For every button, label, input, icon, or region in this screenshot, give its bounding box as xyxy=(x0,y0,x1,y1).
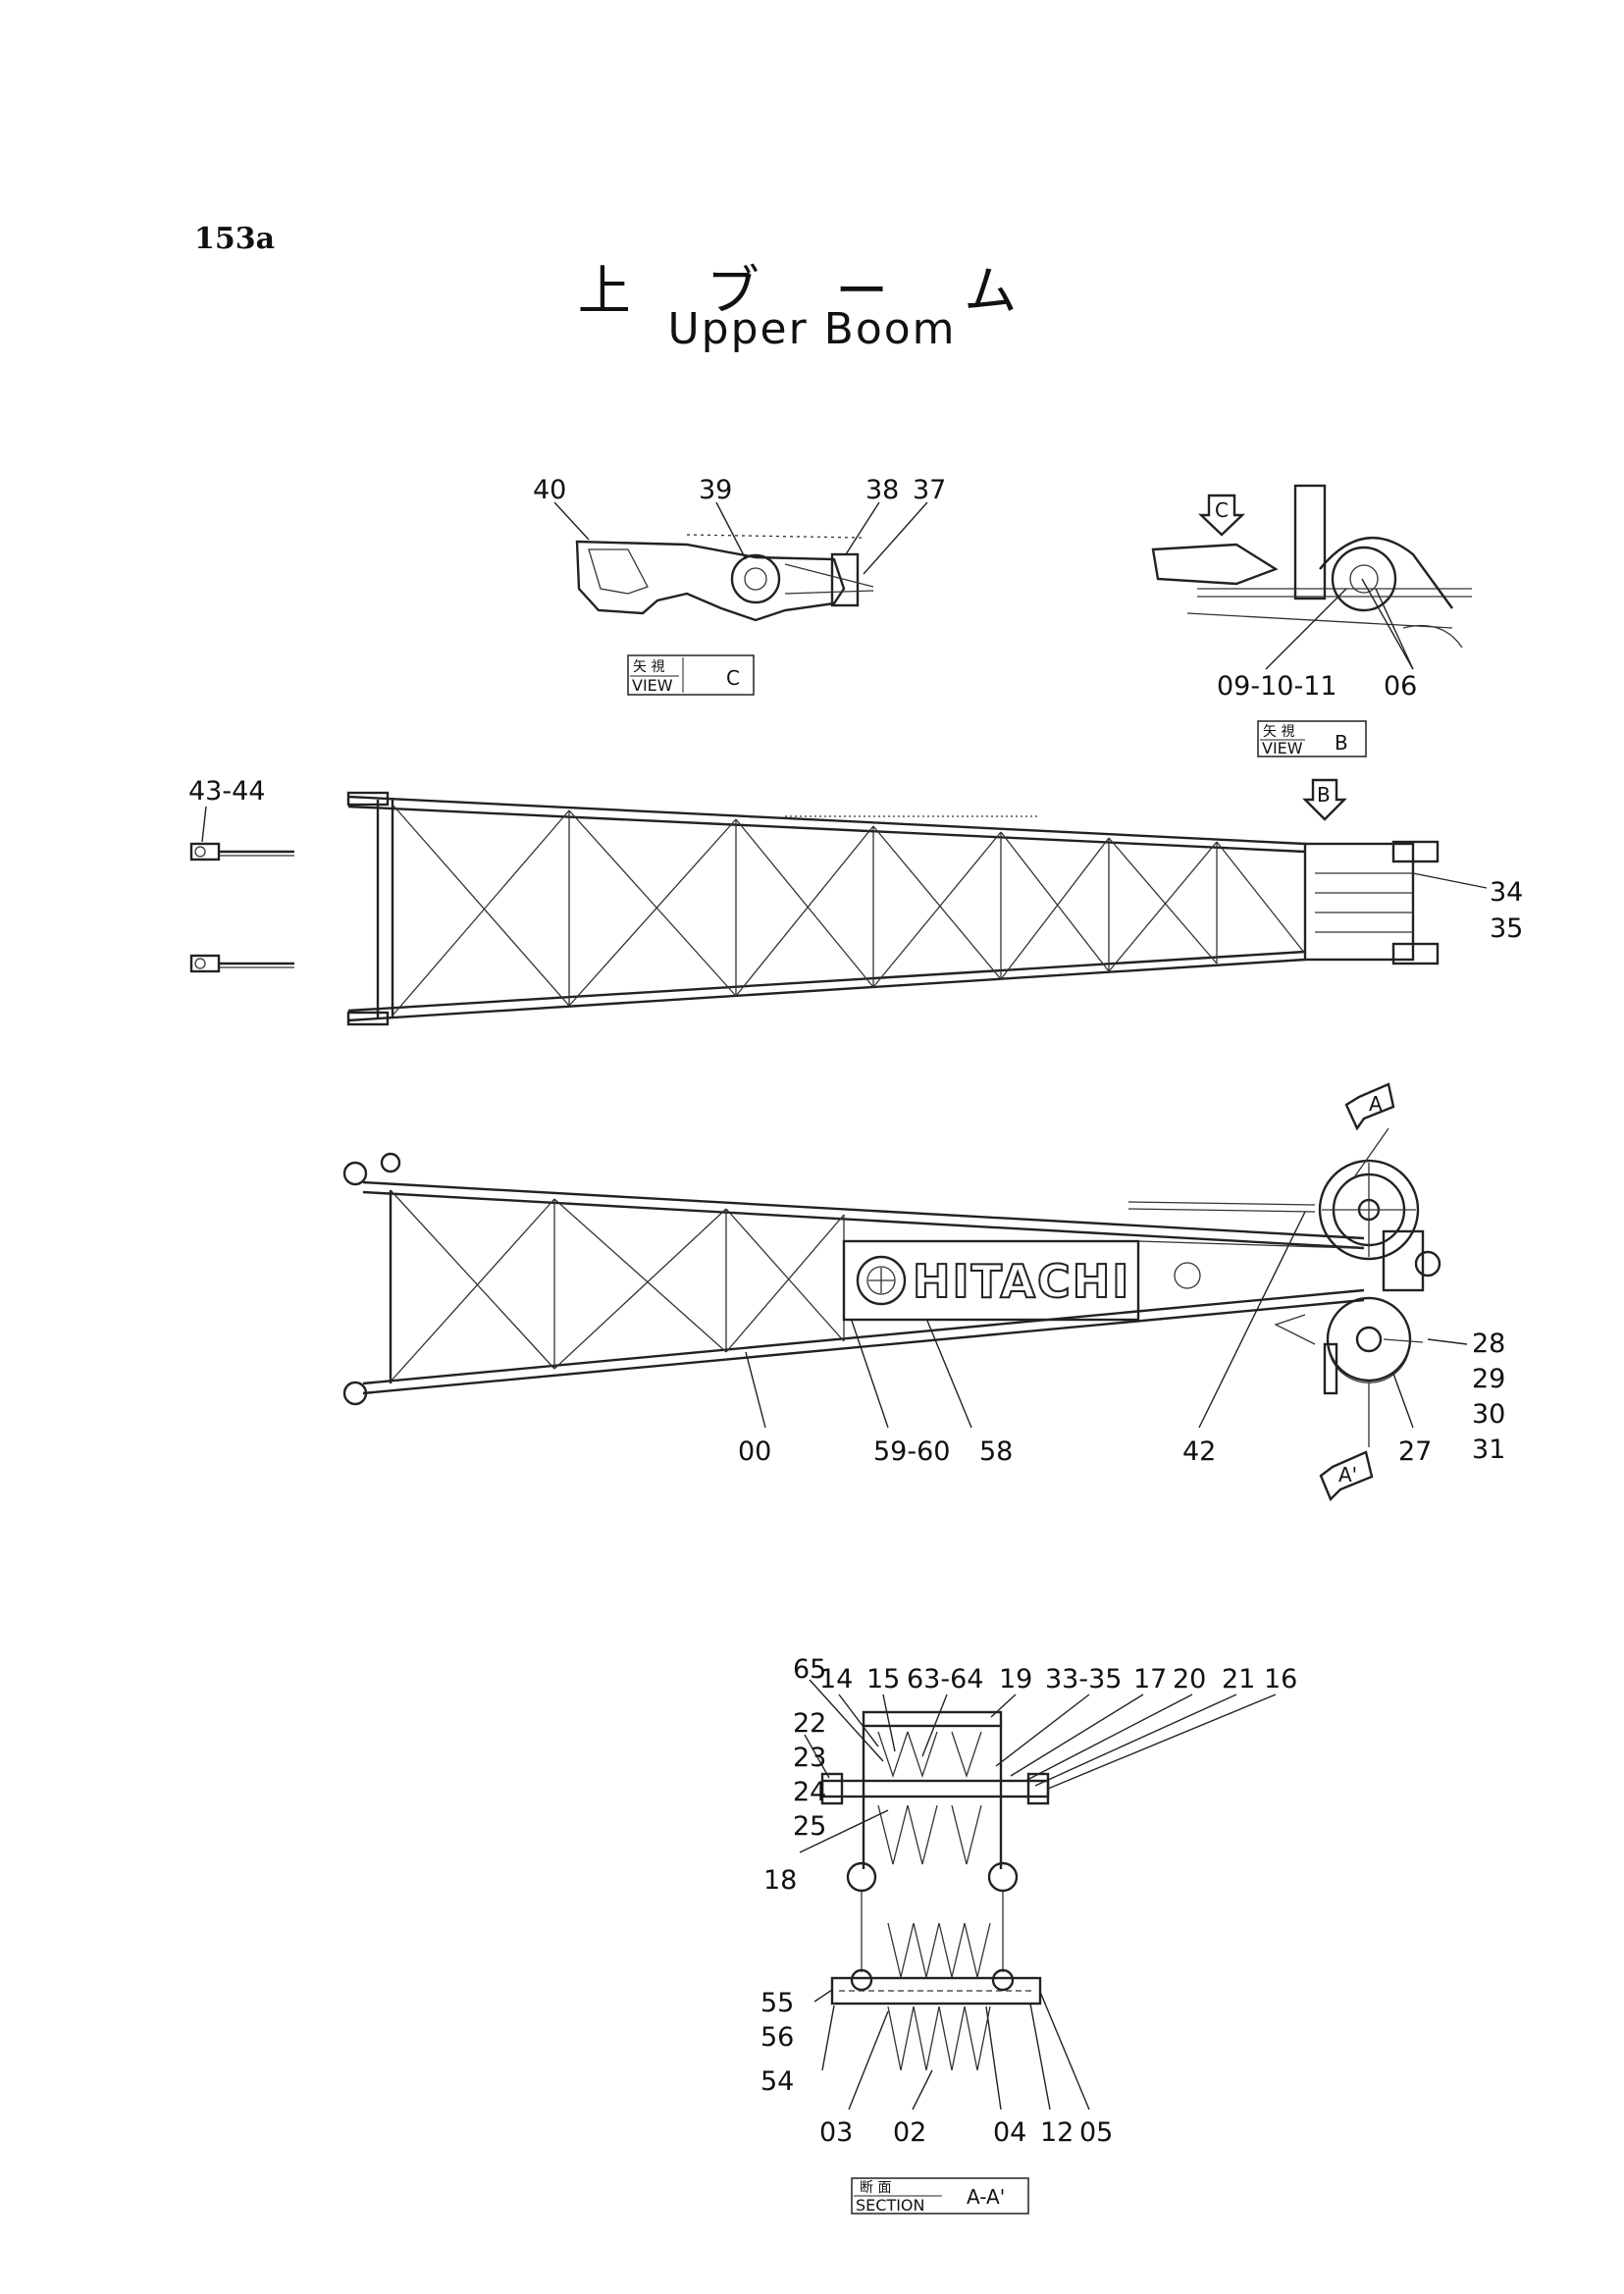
callout-00: 00 xyxy=(738,1436,771,1467)
view-c-detail xyxy=(553,501,928,622)
callout-14: 14 xyxy=(819,1664,853,1694)
callout-65: 65 xyxy=(793,1654,826,1685)
arrow-b-label: B xyxy=(1317,783,1331,807)
callout-02: 02 xyxy=(893,2117,926,2148)
callout-19: 19 xyxy=(999,1664,1032,1694)
arrow-b: B xyxy=(1302,778,1347,821)
callout-38: 38 xyxy=(865,475,899,505)
callout-16: 16 xyxy=(1264,1664,1297,1694)
view-c-label-box: 矢 視 VIEW C xyxy=(627,654,755,696)
arrow-c-label: C xyxy=(1215,498,1229,522)
callout-35: 35 xyxy=(1490,913,1523,944)
title-japanese: 上 ブ ー ム xyxy=(577,260,1047,322)
callout-55: 55 xyxy=(760,1988,794,2018)
arrow-c: C xyxy=(1198,494,1245,537)
hitachi-logo-text: HITACHI xyxy=(913,1255,1130,1308)
callout-29: 29 xyxy=(1472,1364,1505,1394)
section-id: A-A' xyxy=(967,2185,1005,2209)
callout-43-44: 43-44 xyxy=(188,776,265,807)
callout-15: 15 xyxy=(866,1664,900,1694)
callout-59-60: 59-60 xyxy=(873,1436,950,1467)
view-c-id: C xyxy=(726,666,740,690)
callout-63-64: 63-64 xyxy=(907,1664,983,1694)
section-a-a-detail xyxy=(799,1679,1277,2111)
callout-03: 03 xyxy=(819,2117,853,2148)
callout-42: 42 xyxy=(1182,1436,1216,1467)
callout-28: 28 xyxy=(1472,1329,1505,1359)
view-b-id: B xyxy=(1335,731,1348,755)
callout-21: 21 xyxy=(1222,1664,1255,1694)
pendant-end-upper xyxy=(189,842,294,861)
callout-09-10-11: 09-10-11 xyxy=(1217,671,1337,702)
callout-39: 39 xyxy=(699,475,732,505)
arrow-a: A xyxy=(1344,1082,1395,1131)
view-b-jp: 矢 視 xyxy=(1263,724,1294,740)
arrow-a-prime: A' xyxy=(1319,1450,1374,1502)
callout-17: 17 xyxy=(1133,1664,1167,1694)
view-b-label-box: 矢 視 VIEW B xyxy=(1257,720,1367,757)
view-b-detail xyxy=(1151,484,1472,670)
callout-58: 58 xyxy=(979,1436,1013,1467)
callout-34: 34 xyxy=(1490,877,1523,908)
hitachi-logo-emblem xyxy=(856,1255,907,1306)
callout-33-35: 33-35 xyxy=(1045,1664,1122,1694)
boom-side-view: HITACHI xyxy=(342,1127,1468,1447)
callout-24: 24 xyxy=(793,1777,826,1807)
callout-04: 04 xyxy=(993,2117,1026,2148)
callout-06: 06 xyxy=(1384,671,1417,702)
callout-56: 56 xyxy=(760,2022,794,2053)
callout-23: 23 xyxy=(793,1743,826,1773)
callout-22: 22 xyxy=(793,1708,826,1739)
section-jp: 断 面 xyxy=(860,2180,891,2196)
title-english: Upper Boom xyxy=(667,304,957,354)
callout-05: 05 xyxy=(1079,2117,1113,2148)
callout-31: 31 xyxy=(1472,1434,1505,1465)
pendant-end-lower xyxy=(189,954,294,973)
section-label-box: 断 面 SECTION A-A' xyxy=(851,2177,1029,2215)
callout-30: 30 xyxy=(1472,1399,1505,1430)
view-c-en: VIEW xyxy=(632,676,673,695)
callout-18: 18 xyxy=(763,1865,797,1896)
view-b-en: VIEW xyxy=(1262,739,1303,757)
section-en: SECTION xyxy=(856,2196,925,2215)
view-c-jp: 矢 視 xyxy=(633,659,664,675)
arrow-a-label: A xyxy=(1369,1092,1383,1116)
boom-top-view xyxy=(189,791,1488,1026)
arrow-a-prime-label: A' xyxy=(1338,1463,1357,1486)
page-number: 153a xyxy=(194,222,276,256)
callout-54: 54 xyxy=(760,2066,794,2097)
callout-25: 25 xyxy=(793,1811,826,1842)
callout-12: 12 xyxy=(1040,2117,1074,2148)
callout-27: 27 xyxy=(1398,1436,1432,1467)
callout-40: 40 xyxy=(533,475,566,505)
callout-37: 37 xyxy=(913,475,946,505)
callout-20: 20 xyxy=(1173,1664,1206,1694)
